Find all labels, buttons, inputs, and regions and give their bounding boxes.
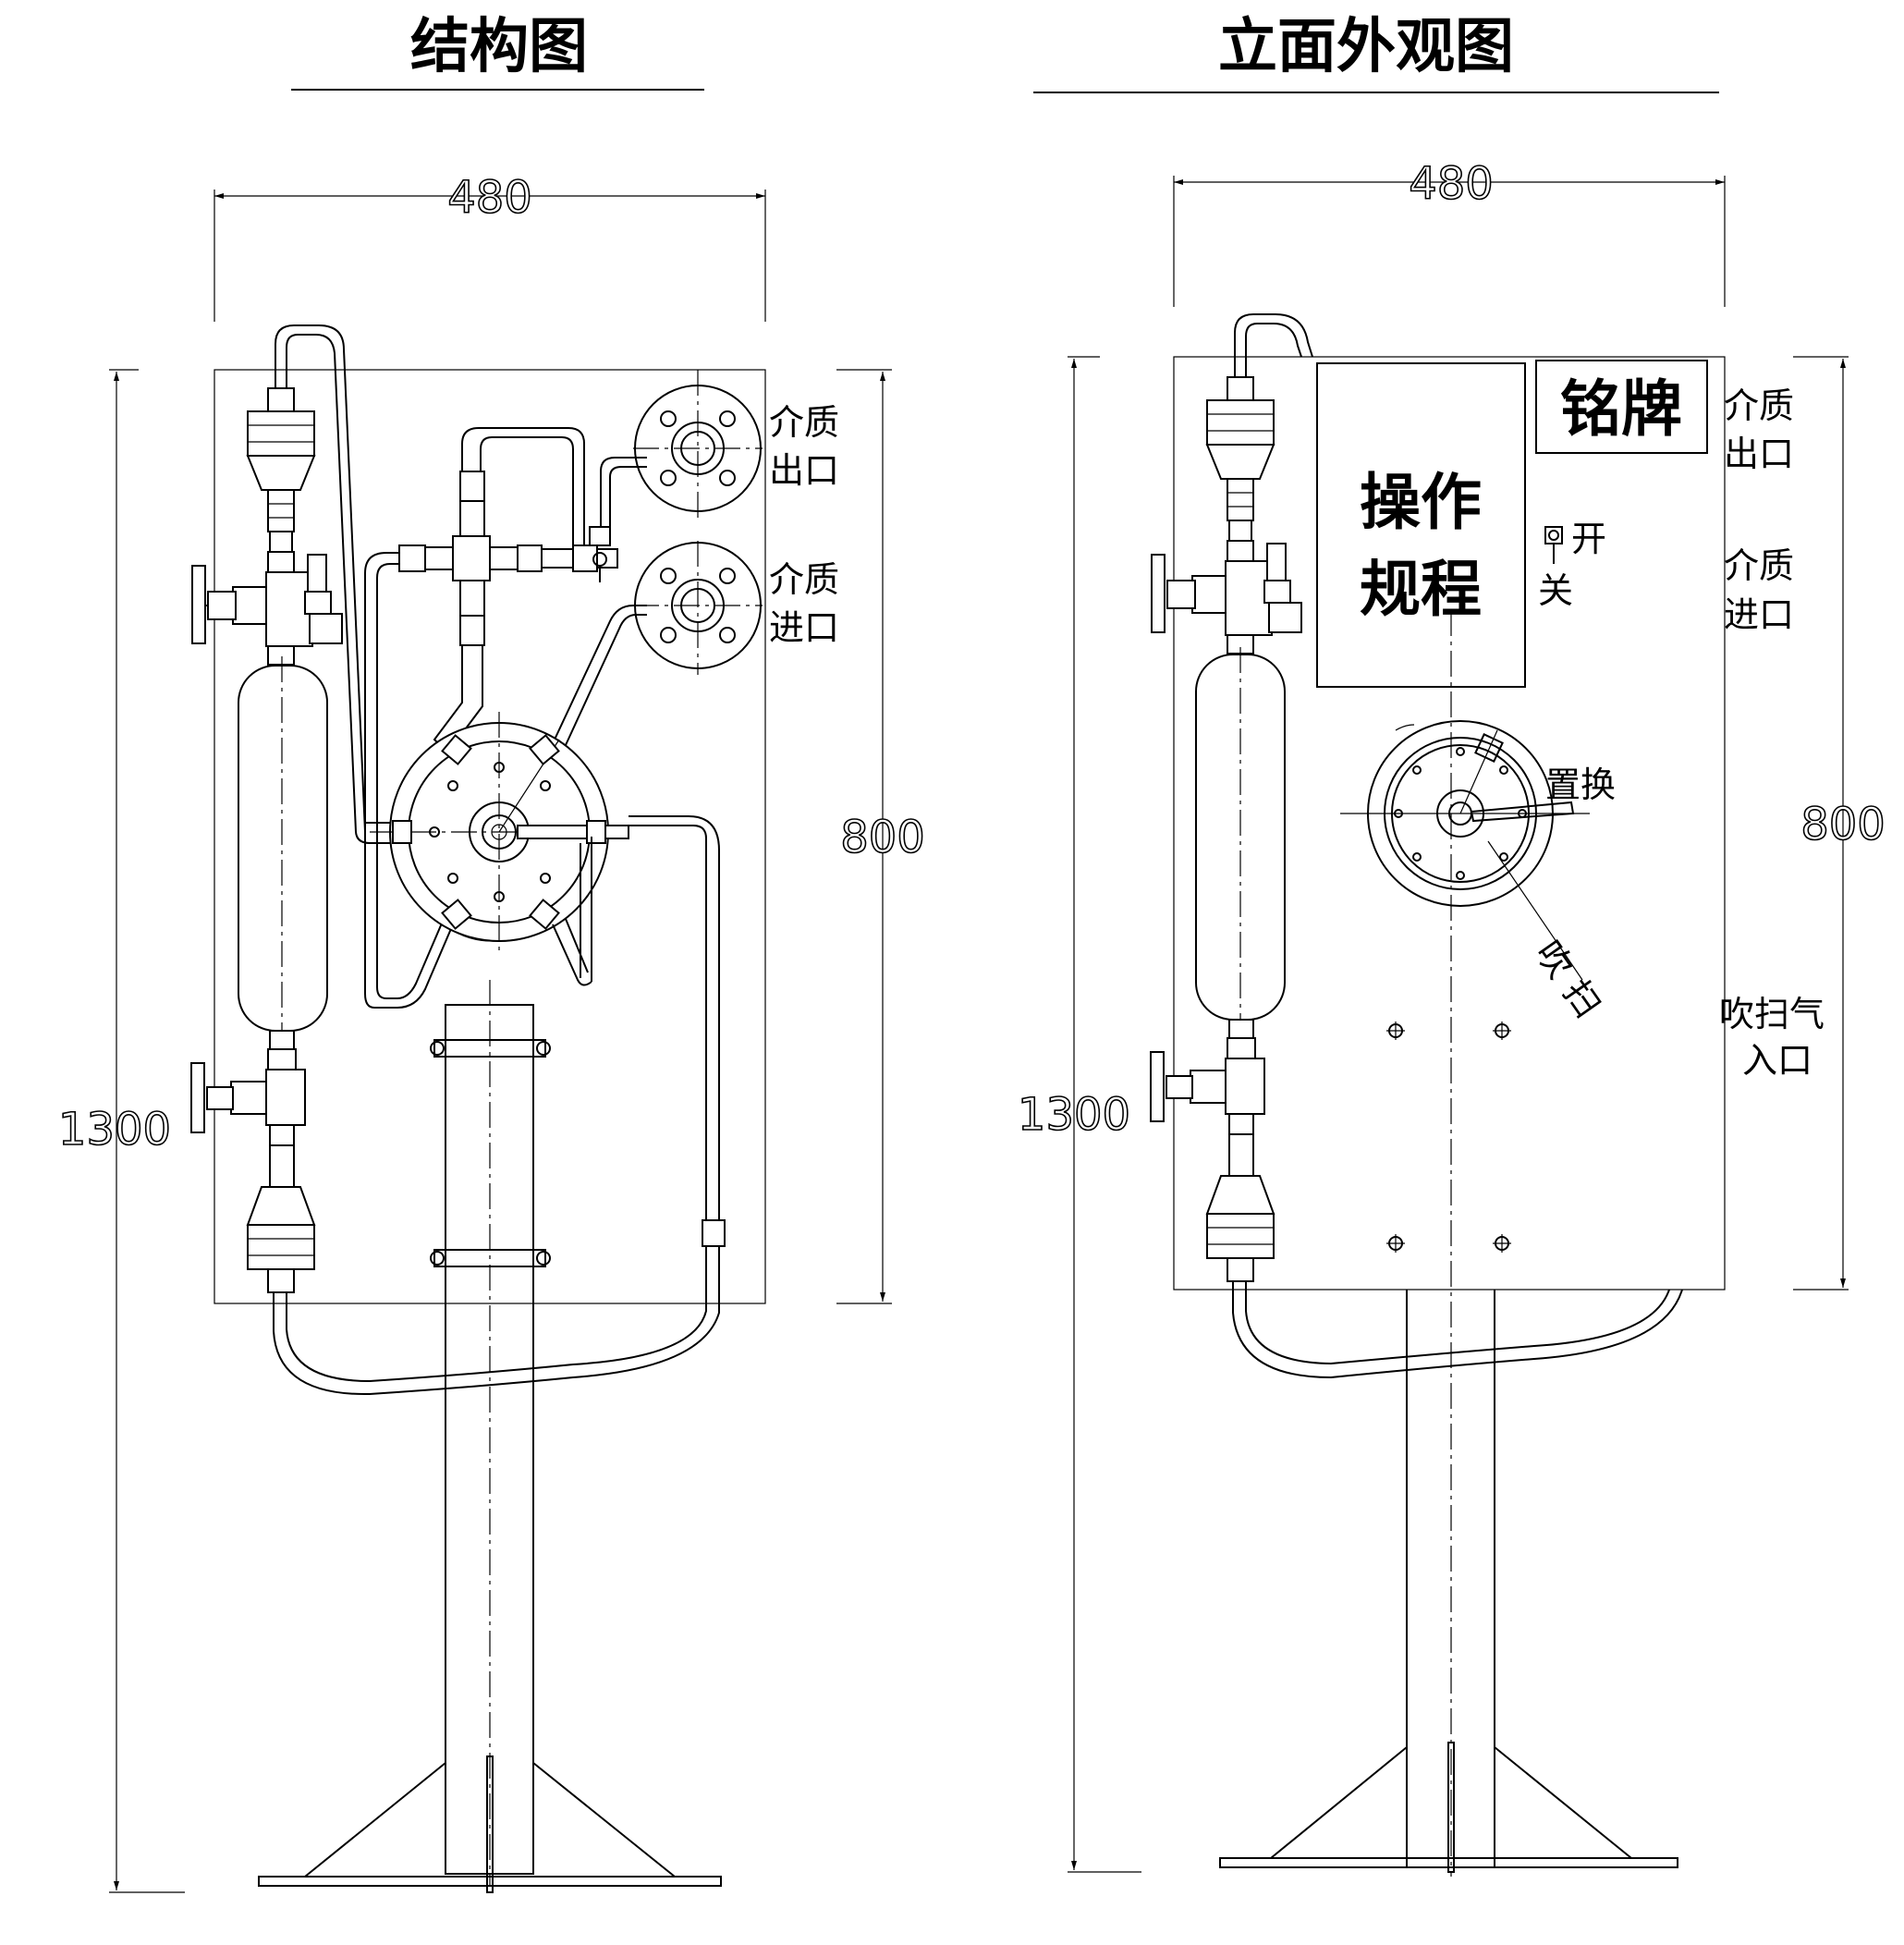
switching-valve-body-left [370, 712, 629, 986]
valve-upper-left [191, 551, 343, 666]
label-inlet-line2-left: 进口 [769, 607, 839, 648]
nameplate: 铭牌 [1535, 360, 1708, 454]
label-inlet-line1-right: 介质 [1724, 545, 1794, 586]
label-outlet-line2-left: 出口 [769, 450, 839, 491]
stand-left [258, 980, 722, 1893]
tube-inlet-to-body [554, 605, 647, 746]
label-purge-inlet-right: 吹扫气 入口 [1719, 994, 1825, 1081]
label-outlet-right: 介质 出口 [1724, 385, 1794, 474]
filter-upper-right [1205, 376, 1275, 542]
sample-cylinder-left [238, 656, 328, 1040]
title-left: 结构图 [410, 13, 588, 81]
valve-lower-left [190, 1030, 306, 1188]
label-procedure-line2: 规程 [1360, 554, 1482, 625]
label-outlet-line1-right: 介质 [1724, 385, 1794, 426]
label-outlet-line1-left: 介质 [769, 402, 839, 443]
label-switch-close: 关 [1538, 570, 1573, 611]
dim-label-480-left: 480 [447, 172, 532, 224]
label-purge-inlet-line1: 吹扫气 [1719, 994, 1825, 1034]
label-replace: 置换 [1545, 765, 1616, 805]
label-outlet-line2-right: 出口 [1724, 434, 1794, 474]
dim-height-total-right: 1300 [1017, 356, 1141, 1873]
flange-outlet-left [633, 370, 763, 518]
procedure-board: 操作 规程 [1316, 362, 1526, 688]
dim-label-800-left: 800 [840, 812, 925, 863]
cross-fitting-left [398, 427, 647, 646]
dim-width-right: 480 [1173, 157, 1726, 307]
dim-height-total-left: 1300 [57, 369, 185, 1893]
label-outlet-left: 介质 出口 [769, 402, 839, 491]
dim-width-left: 480 [214, 171, 766, 322]
label-inlet-line2-right: 进口 [1724, 594, 1794, 635]
filter-lower-right [1205, 1175, 1275, 1282]
filter-lower-left [246, 1186, 316, 1293]
tube-left-loop [355, 552, 454, 1009]
structure-view: 480 800 1300 [57, 171, 926, 1893]
label-nameplate: 铭牌 [1560, 373, 1682, 445]
label-inlet-line1-left: 介质 [769, 559, 839, 600]
switching-knob-right [1340, 720, 1590, 981]
elevation-view: 480 800 1300 [1017, 157, 1886, 1877]
dim-label-1300-left: 1300 [58, 1104, 171, 1156]
label-procedure-line1: 操作 [1360, 467, 1482, 538]
dim-height-panel-right: 800 [1793, 356, 1886, 1291]
mounting-bolts-right [1386, 1021, 1511, 1253]
valve-lower-right [1150, 1019, 1265, 1177]
stand-right [1219, 1290, 1678, 1873]
dim-label-800-right: 800 [1800, 799, 1886, 850]
mounting-panel-right [1173, 356, 1726, 1291]
tube-top-loop-left [275, 324, 366, 833]
title-elevation-view: 立面外观图 [1033, 13, 1719, 93]
title-structure-view: 结构图 [291, 13, 704, 91]
sample-cylinder-right [1195, 647, 1286, 1026]
tube-bottom-left [273, 815, 726, 1396]
label-purge-char1: 吹 [1528, 934, 1581, 985]
mounting-panel-left [214, 369, 766, 1304]
dim-height-panel-left: 800 [836, 369, 926, 1304]
label-inlet-left: 介质 进口 [769, 559, 839, 648]
filter-upper-left [246, 387, 316, 553]
dim-label-1300-right: 1300 [1018, 1089, 1130, 1141]
title-right: 立面外观图 [1218, 13, 1514, 81]
label-purge-char2: 扫 [1556, 972, 1609, 1024]
label-purge-inlet-line2: 入口 [1742, 1040, 1812, 1081]
tube-bottom-right [1232, 1281, 1683, 1379]
label-switch-open: 开 [1571, 519, 1606, 559]
flange-inlet-left [633, 541, 763, 675]
label-inlet-right: 介质 进口 [1724, 545, 1794, 635]
valve-upper-right [1151, 540, 1302, 654]
dim-label-480-right: 480 [1409, 158, 1494, 210]
tube-top-loop-right [1234, 313, 1313, 377]
on-off-switch: 开 关 [1538, 519, 1606, 611]
